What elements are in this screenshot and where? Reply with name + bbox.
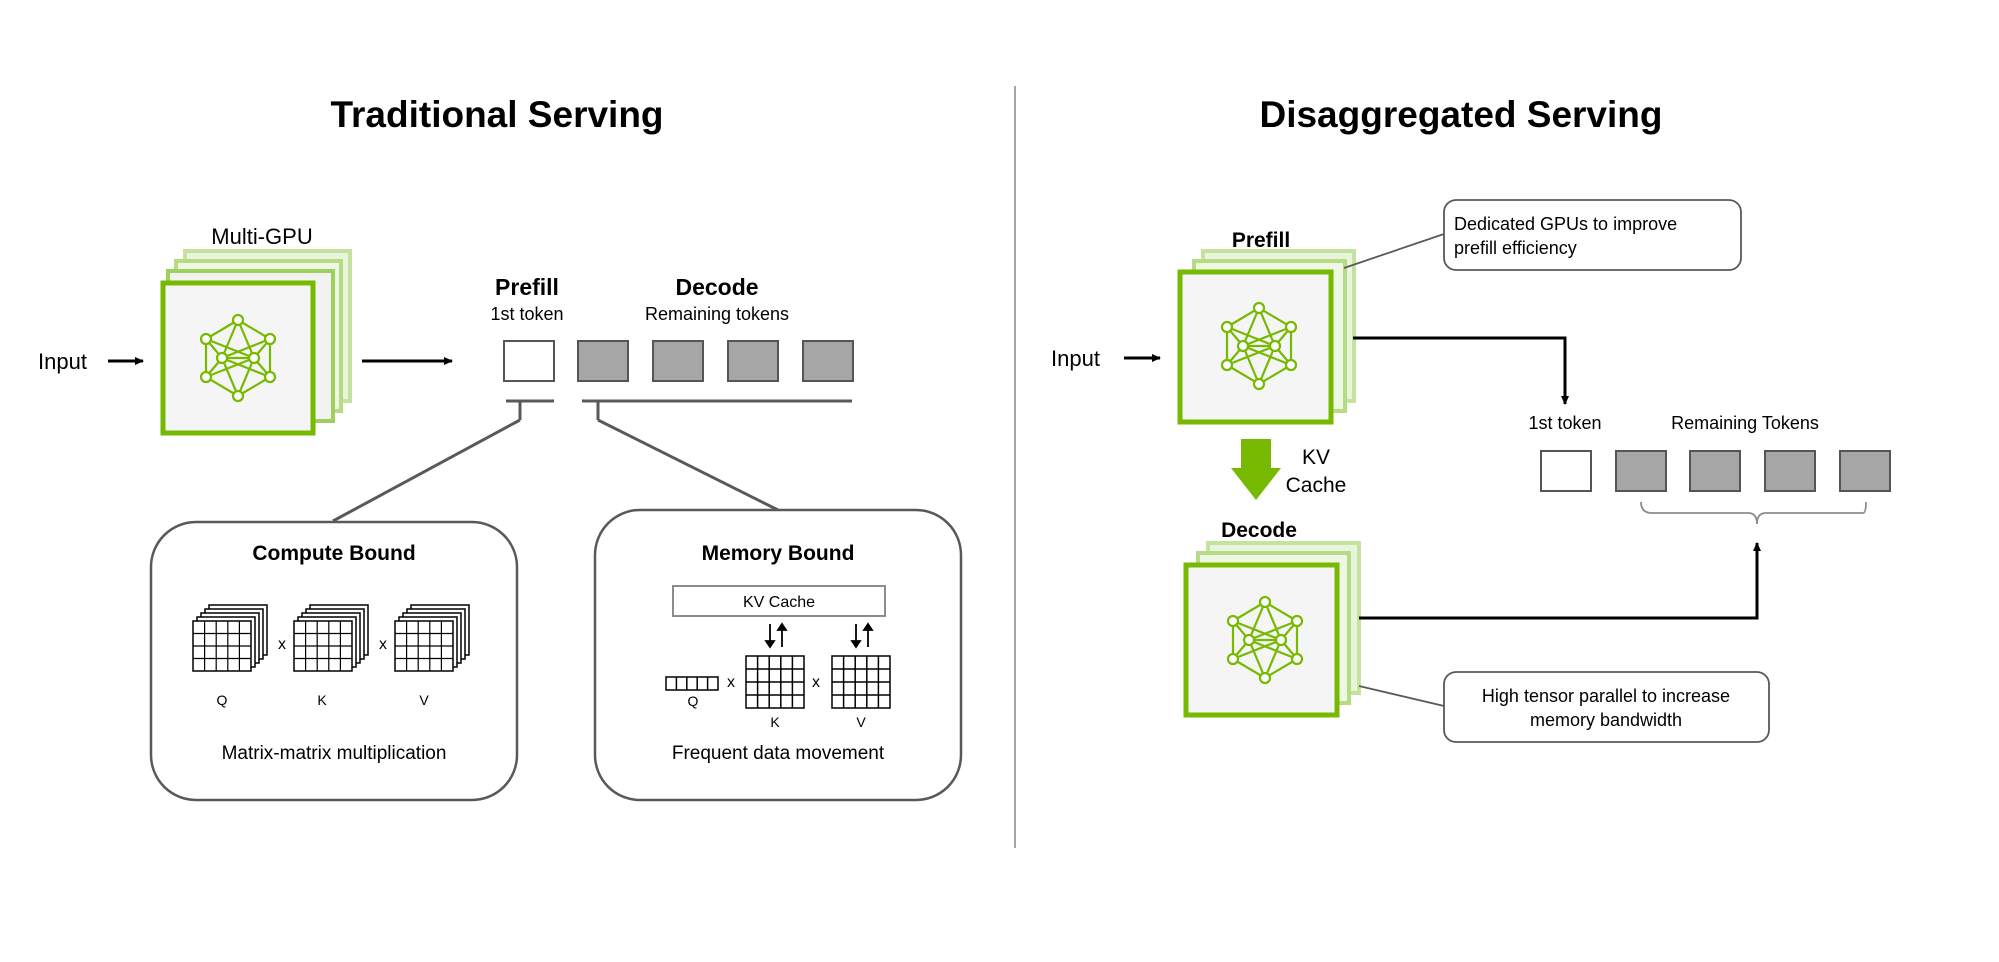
token-remaining	[577, 340, 629, 382]
compute-caption: Matrix-matrix multiplication	[222, 743, 447, 764]
remaining-tokens-label: Remaining Tokens	[1671, 413, 1819, 433]
decode-callout-line2: memory bandwidth	[1530, 710, 1682, 730]
prefill-callout-line2: prefill efficiency	[1454, 238, 1577, 258]
token-remaining	[1839, 450, 1891, 492]
decode-gpu-stack	[1183, 541, 1361, 718]
compute-bound-box: Compute Bound Q x K x V	[149, 520, 519, 802]
left-input-label: Input	[38, 349, 87, 374]
token-remaining	[802, 340, 854, 382]
data-movement-arrows	[764, 622, 874, 649]
prefill-sublabel: 1st token	[490, 304, 563, 324]
right-title: Disaggregated Serving	[1259, 94, 1662, 135]
prefill-to-first-token-arrow	[1353, 336, 1569, 405]
compute-k-label: K	[317, 692, 327, 708]
decode-callout-line1: High tensor parallel to increase	[1482, 686, 1730, 706]
prefill-label: Prefill	[495, 274, 559, 300]
prefill-gpu-stack	[1177, 249, 1356, 425]
memory-v-label: V	[856, 714, 866, 730]
token-first	[503, 340, 555, 382]
decode-label: Decode	[675, 274, 758, 300]
kv-cache-box-label: KV Cache	[743, 594, 815, 611]
decode-sublabel: Remaining tokens	[645, 304, 789, 324]
memory-caption: Frequent data movement	[672, 743, 885, 764]
multi-gpu-label: Multi-GPU	[211, 224, 312, 249]
right-prefill-label: Prefill	[1232, 229, 1290, 252]
matrix-stack-v	[394, 604, 470, 672]
right-input-label: Input	[1051, 346, 1100, 371]
first-token-label: 1st token	[1528, 413, 1601, 433]
token-remaining	[1615, 450, 1667, 492]
kv-cache-label-line1: KV	[1302, 446, 1330, 469]
prefill-callout-leader	[1343, 233, 1445, 269]
matrix-k	[745, 655, 805, 709]
memory-bound-title: Memory Bound	[702, 542, 855, 565]
compute-v-label: V	[419, 692, 429, 708]
token-remaining	[1764, 450, 1816, 492]
token-brackets	[332, 399, 852, 523]
token-first	[1540, 450, 1592, 492]
decode-to-remaining-arrow	[1359, 542, 1761, 620]
decode-callout	[1443, 671, 1770, 743]
right-decode-label: Decode	[1221, 519, 1297, 542]
compute-q-label: Q	[217, 692, 228, 708]
decode-callout-leader	[1358, 685, 1445, 707]
token-remaining	[1689, 450, 1741, 492]
compute-multiply-1: x	[278, 636, 286, 653]
prefill-callout	[1443, 199, 1742, 271]
matrix-stack-k	[293, 604, 369, 672]
memory-bound-box: Memory Bound KV Cache Q x K x V Frequent…	[593, 508, 963, 802]
vector-q	[665, 676, 719, 691]
remaining-tokens-brace	[1640, 501, 1867, 525]
left-title: Traditional Serving	[330, 94, 663, 135]
prefill-callout-line1: Dedicated GPUs to improve	[1454, 214, 1677, 234]
compute-bound-title: Compute Bound	[252, 542, 415, 565]
multi-gpu-stack	[160, 249, 352, 436]
kv-cache-arrow	[1231, 439, 1281, 500]
memory-multiply-1: x	[727, 674, 735, 691]
matrix-v	[831, 655, 891, 709]
memory-q-label: Q	[688, 693, 699, 709]
kv-cache-box	[672, 585, 886, 617]
compute-multiply-2: x	[379, 636, 387, 653]
token-remaining	[652, 340, 704, 382]
memory-k-label: K	[770, 714, 780, 730]
token-remaining	[727, 340, 779, 382]
matrix-stack-q	[192, 604, 268, 672]
memory-multiply-2: x	[812, 674, 820, 691]
kv-cache-label-line2: Cache	[1286, 474, 1347, 497]
